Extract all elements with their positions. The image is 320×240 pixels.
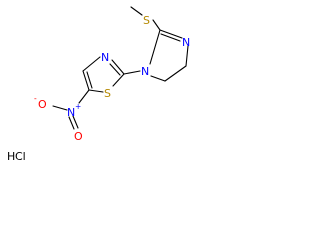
bond-s-c2 [152, 19, 161, 31]
atom-n-imidazoline-mid: N [141, 65, 149, 78]
salt-cl: Cl [15, 150, 26, 163]
atom-n-nitro: N [67, 106, 75, 119]
atom-s-methyl: S [143, 14, 150, 27]
bond-thz-c4-c5-double [86, 71, 93, 89]
bond-methyl-s [130, 6, 143, 16]
bond-c5-n1 [150, 75, 166, 82]
bond-nitro-o-left [52, 105, 68, 111]
molecule-drawing: S N N N S N + O - O H Cl [7, 6, 190, 163]
charge-o-left: - [34, 94, 37, 103]
bond-n1-c2 [149, 29, 161, 65]
bond-nitro-o-bottom [72, 115, 79, 129]
salt-h: H [7, 150, 15, 163]
bond-n3-c4 [185, 45, 189, 67]
charge-nitro-n: + [75, 102, 81, 111]
bond-thz-n3-c4 [82, 56, 101, 72]
salt-label: H Cl [7, 150, 26, 163]
atom-n-thiazole: N [101, 51, 109, 64]
bond-n1-thiazole [123, 70, 141, 75]
bond-thz-s-c2 [112, 73, 125, 87]
bond-c2-n3-double [160, 33, 181, 42]
bond-thz-c4-c5 [82, 70, 90, 91]
bond-thz-c2-n3 [111, 59, 125, 75]
bond-c2-n3 [159, 29, 183, 39]
atom-o-nitro-left: O [38, 98, 47, 111]
atom-n-imidazoline-top: N [182, 36, 190, 49]
bond-c4-c5 [164, 65, 187, 82]
bond-thz-c2-n3-double [109, 63, 121, 76]
atom-s-thiazole: S [104, 87, 111, 100]
atom-labels: S N N N S N + O - O [34, 14, 190, 143]
atom-o-nitro-bottom: O [74, 130, 83, 143]
structure-canvas: S N N N S N + O - O H Cl [7, 6, 190, 163]
bond-thz-c5-s [88, 89, 104, 93]
bonds [52, 6, 189, 130]
bond-c5-nitro [78, 89, 90, 104]
bond-nitro-o-bottom-double [68, 116, 75, 130]
